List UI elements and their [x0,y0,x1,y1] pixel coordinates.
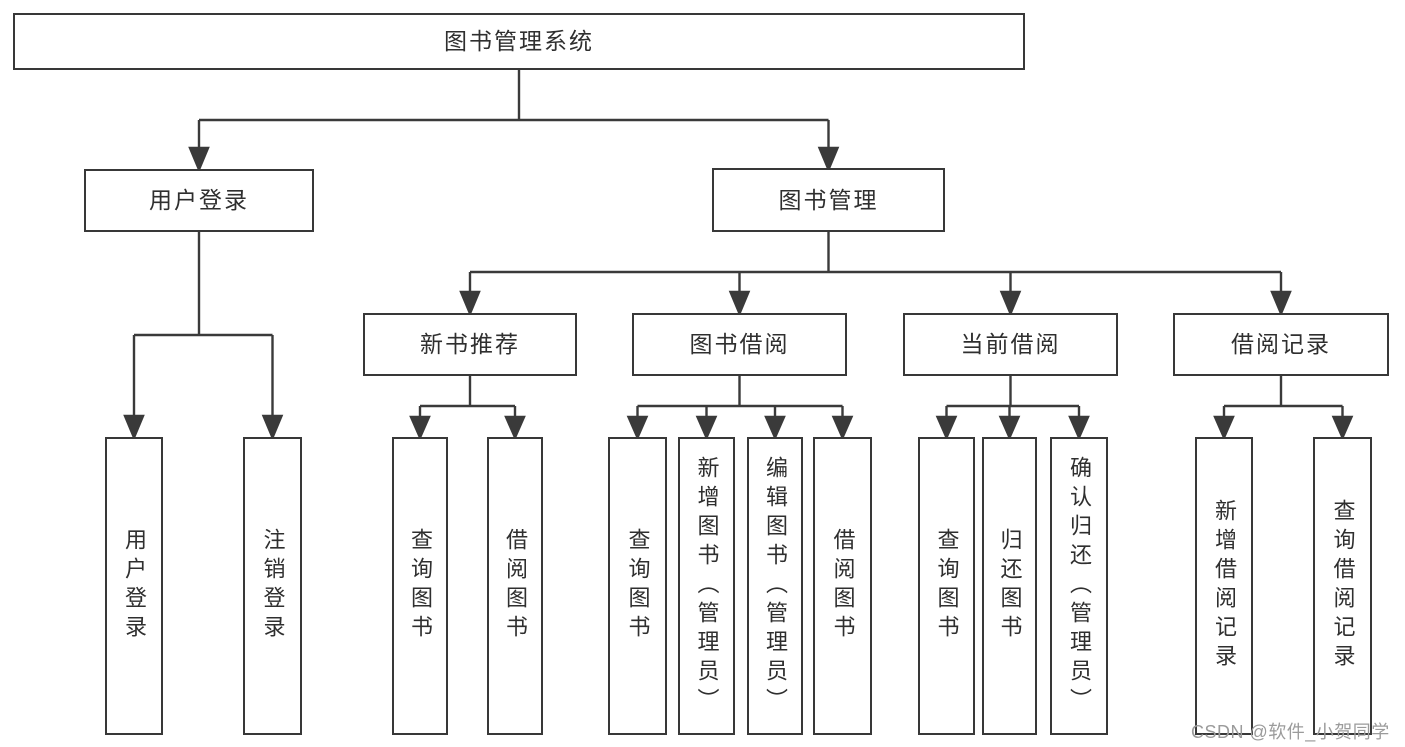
connector-book-management-children [459,232,1292,317]
connector-borrowing-records-children [1213,376,1354,441]
node-label: 注销登录 [260,528,286,644]
node-label: 查询图书 [408,528,433,644]
node-new-book-recommend: 新书推荐 [363,313,577,376]
node-book-management: 图书管理 [712,168,945,232]
node-label: 图书管理系统 [444,28,594,54]
node-label: 新增借阅记录 [1212,499,1237,673]
node-label: 图书管理 [778,186,879,213]
node-label: 确认归还（管理员） [1067,455,1092,717]
node-label: 归还图书 [997,528,1023,644]
node-label: 新书推荐 [420,331,520,357]
node-label: 借阅图书 [503,528,528,644]
connector-new-book-recommend-children [409,376,526,441]
leaf-query-books-2: 查询图书 [608,437,667,735]
leaf-user-login: 用户登录 [105,437,163,735]
connector-current-borrowing-children [935,376,1090,441]
node-label: 新增图书（管理员） [694,455,720,717]
node-book-borrowing: 图书借阅 [632,313,847,376]
connector-root-to-level2 [188,70,840,173]
connector-book-borrowing-children [626,376,854,441]
node-label: 图书借阅 [689,331,790,357]
node-library-system: 图书管理系统 [13,13,1025,70]
node-user-login: 用户登录 [84,169,314,232]
node-current-borrowing: 当前借阅 [903,313,1118,376]
leaf-borrow-books-1: 借阅图书 [487,437,543,735]
leaf-return-books: 归还图书 [982,437,1037,735]
node-label: 用户登录 [149,187,249,213]
leaf-add-book-admin: 新增图书（管理员） [678,437,735,735]
node-label: 查询图书 [934,528,960,644]
leaf-confirm-return-admin: 确认归还（管理员） [1050,437,1108,735]
leaf-query-borrow-record: 查询借阅记录 [1313,437,1372,735]
watermark: CSDN @软件_小贺同学 [1191,722,1390,742]
node-label: 借阅图书 [830,528,856,644]
leaf-borrow-books-2: 借阅图书 [813,437,872,735]
node-label: 编辑图书（管理员） [763,455,788,717]
leaf-logout: 注销登录 [243,437,302,735]
leaf-add-borrow-record: 新增借阅记录 [1195,437,1253,735]
node-label: 用户登录 [122,528,147,644]
node-borrowing-records: 借阅记录 [1173,313,1389,376]
node-label: 查询图书 [625,528,651,644]
connector-user-login-children [123,232,284,441]
node-label: 当前借阅 [960,331,1061,357]
leaf-query-books-3: 查询图书 [918,437,975,735]
node-label: 查询借阅记录 [1330,499,1356,673]
leaf-query-books-1: 查询图书 [392,437,448,735]
leaf-edit-book-admin: 编辑图书（管理员） [747,437,803,735]
node-label: 借阅记录 [1231,331,1331,357]
